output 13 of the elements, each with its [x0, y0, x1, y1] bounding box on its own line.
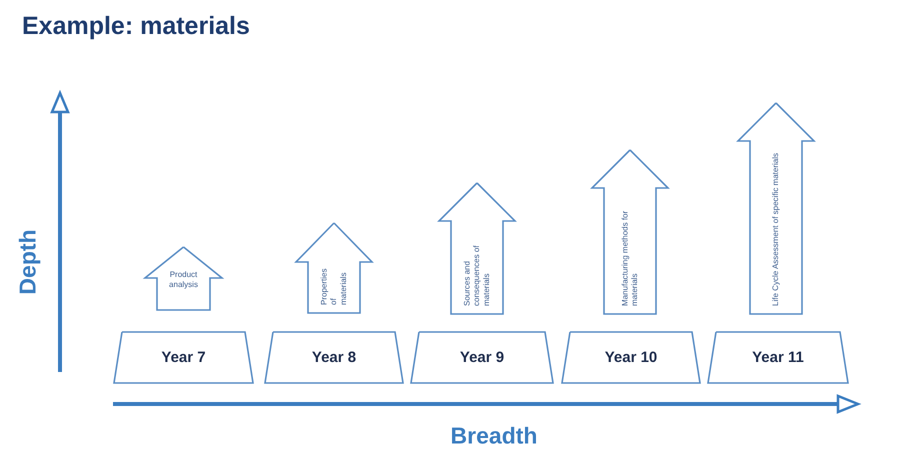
arrow-text: Product analysis: [168, 270, 199, 290]
title: Example: materials: [22, 12, 250, 41]
arrow-text: Sources and consequences of materials: [462, 244, 492, 306]
axis-label: Depth: [14, 229, 42, 295]
year-label: Year 7: [161, 349, 206, 366]
arrow-text: Properties of materials: [320, 270, 348, 305]
arrow-text: Manufacturing methods for materials: [620, 210, 640, 306]
year-label: Year 11: [752, 349, 804, 366]
arrow-text: Life Cycle Assessment of specific materials: [771, 153, 781, 306]
axis-label: Breadth: [450, 422, 538, 450]
year-label: Year 9: [460, 349, 504, 366]
year-label: Year 10: [604, 349, 658, 366]
year-label: Year 8: [312, 349, 356, 366]
